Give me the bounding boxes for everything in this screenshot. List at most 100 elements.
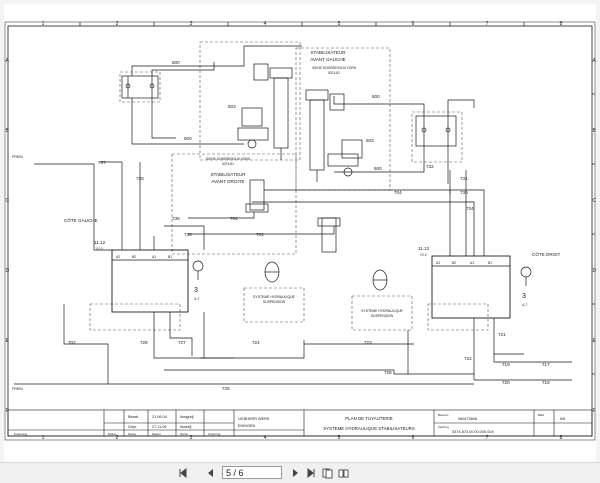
tb-company-1: LIEBHERR WERK	[238, 417, 270, 421]
side-left-top: FREIN	[12, 155, 23, 159]
page-number-input[interactable]: 5 / 6	[222, 466, 282, 479]
pipe-label: 503	[366, 138, 374, 143]
grid-column-label: 8	[560, 435, 563, 441]
tb-sheet-label: Blatt	[538, 413, 544, 417]
port-left-b1: B1	[168, 255, 172, 259]
sensor-right-sub: 4-7	[522, 303, 527, 307]
grid-column-label: 8	[560, 21, 563, 27]
grid-row-label: D	[593, 268, 597, 274]
two-page-view-button[interactable]	[336, 466, 350, 480]
pipe-label: 725	[222, 386, 230, 391]
pipe-label: 704	[230, 216, 238, 221]
next-page-button[interactable]	[288, 466, 302, 480]
grid-column-label: 1	[42, 21, 45, 27]
grid-column-label: 1	[42, 435, 45, 441]
grid-row-label: A	[593, 58, 597, 64]
grid-column-label: 7	[486, 21, 489, 27]
susp-left-1: SYSTEME HYDRAULIQUE	[253, 295, 295, 299]
valve-right-sub: Y2.0	[420, 253, 427, 257]
grid-row-label: F	[593, 408, 596, 414]
pipe-label: 500	[172, 60, 180, 65]
tb-date-2: 27.11.06	[152, 425, 167, 429]
pipe-label: 737	[98, 160, 106, 165]
grid-row-label: E	[6, 338, 10, 344]
sensor-left-sub: 4-7	[194, 297, 199, 301]
stab-left-title-1: STABILISATEUR	[210, 172, 246, 177]
port-right-a1: A1	[470, 261, 474, 265]
grid-column-label: 2	[116, 21, 119, 27]
pipe-label: 734	[466, 206, 474, 211]
tb-bottom-label: Änderung	[14, 432, 27, 436]
stab-right-note-1: SIEHE SCHIEBEHOLM VORN	[312, 66, 356, 70]
grid-column-label: 6	[412, 21, 415, 27]
pipe-label: 724	[252, 340, 260, 345]
pipe-label: 718	[542, 380, 550, 385]
stab-left-note-2: 5374-81	[222, 162, 234, 166]
grid-column-label: 3	[190, 21, 193, 27]
pipe-label: 717	[542, 362, 550, 367]
pipe-label: 727	[178, 340, 186, 345]
prev-page-button[interactable]	[204, 466, 218, 480]
tb-bottom-label: Name	[180, 432, 188, 436]
prev-page-icon	[208, 469, 213, 477]
tb-label-bearb: Bearb.	[128, 415, 139, 419]
pipe-label: 738	[136, 176, 144, 181]
valve-left-id: 11.12	[94, 240, 106, 245]
pipe-label: 736	[172, 216, 180, 221]
pipe-label: 500	[372, 94, 380, 99]
port-right-a2: A2	[436, 261, 440, 265]
grid-row-label: A	[6, 58, 10, 64]
first-page-button[interactable]	[176, 466, 190, 480]
grid-column-label: 5	[338, 435, 341, 441]
port-left-b2: B2	[132, 255, 136, 259]
pipe-label: 503	[228, 104, 236, 109]
tb-bottom-label: Datum	[108, 432, 117, 436]
pipe-label: 719	[502, 362, 510, 367]
port-left-a1: A1	[152, 255, 156, 259]
tb-sheet: 5/6	[560, 417, 565, 421]
grid-column-label: 6	[412, 435, 415, 441]
stab-right-note-2: 5374-82	[328, 71, 340, 75]
grid-column-label: 7	[486, 435, 489, 441]
last-page-button[interactable]	[304, 466, 318, 480]
page-view-icon	[322, 468, 332, 478]
tb-date-1: 21.06.04	[152, 415, 167, 419]
susp-right-1: SYSTEME HYDRAULIQUE	[361, 309, 403, 313]
sensor-left-num: 3	[194, 287, 198, 294]
last-page-icon	[307, 468, 315, 478]
grid-row-label: C	[593, 198, 597, 204]
tb-zeich-no: 3374-873.00.00.000-004	[452, 430, 494, 434]
grid-row-label: D	[6, 268, 10, 274]
first-page-icon	[179, 468, 187, 478]
tb-bottom-label: Ursprung	[208, 432, 221, 436]
tb-bottom-label: Datum	[152, 432, 161, 436]
single-page-view-button[interactable]	[320, 466, 334, 480]
tb-title-2: SYSTEME HYDRAULIQUE STABILISATEURS	[323, 426, 415, 431]
pipe-label: 723	[364, 340, 372, 345]
stab-left-title-2: AVANT DROITE	[211, 179, 244, 184]
tb-doc-no: 960473806	[458, 417, 477, 421]
pipe-label: 720	[502, 380, 510, 385]
valve-right-id: 11.12	[418, 246, 430, 251]
cote-gauche-label: CÔTE GAUCHE	[64, 217, 98, 223]
port-right-b2: B2	[452, 261, 456, 265]
grid-column-label: 3	[190, 435, 193, 441]
grid-column-label: 4	[264, 21, 267, 27]
two-page-icon	[338, 469, 348, 477]
pipe-label: 722	[464, 356, 472, 361]
stab-right-title-2: AVANT GAUCHE	[310, 57, 345, 62]
cote-droit-label: CÔTE DROIT	[532, 251, 561, 257]
next-page-icon	[293, 469, 298, 477]
susp-right-2: SUSPENSION	[371, 314, 394, 318]
pipe-label: 736	[184, 232, 192, 237]
pipe-label: 721	[498, 332, 506, 337]
tb-label-gepr: Gepr.	[128, 425, 137, 429]
valve-left-sub: Y2.0	[96, 247, 103, 251]
grid-row-label: E	[593, 338, 597, 344]
tb-name-1: lhwgzkfj	[180, 415, 194, 419]
stab-left-note-1: SIEHE SCHIEBEHOLM VORN	[206, 157, 250, 161]
tb-name-2: lhwzzfj	[180, 425, 192, 429]
pipe-label: 702	[68, 340, 76, 345]
